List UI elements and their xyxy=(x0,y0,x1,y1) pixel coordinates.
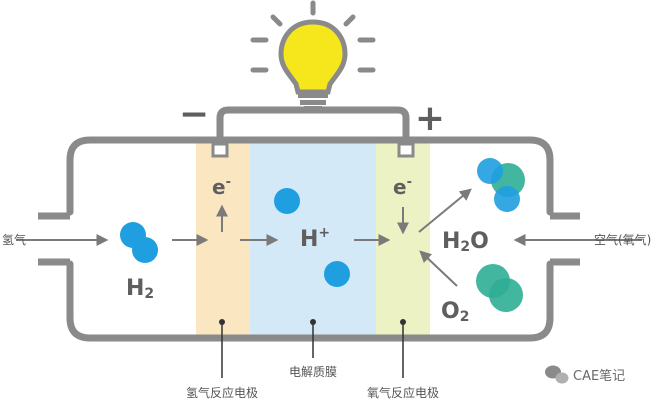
watermark-text: CAE笔记 xyxy=(573,368,625,384)
light-rays-icon xyxy=(250,0,376,73)
hydrogen-atom xyxy=(494,186,520,212)
oxygen-inflow-arrow xyxy=(419,250,458,287)
electrolyte-label-dot xyxy=(310,319,316,325)
electron-label-cathode: e- xyxy=(393,175,412,199)
hydrogen-atom xyxy=(477,158,503,184)
hydrogen-atom xyxy=(132,237,158,263)
h2o-label: H2O xyxy=(442,229,489,255)
air-input-label: 空气(氧气) xyxy=(594,232,651,247)
cell-housing xyxy=(66,136,554,342)
anode-label: 氢气反应电极 xyxy=(186,385,258,400)
anode-terminal xyxy=(211,142,229,158)
positive-terminal-sign: + xyxy=(415,98,445,139)
wechat-logo-icon xyxy=(545,365,569,384)
cathode-region xyxy=(376,143,430,340)
air-inlet-pipe xyxy=(550,212,580,266)
cathode-terminal xyxy=(397,142,415,158)
hydrogen-ion xyxy=(274,188,300,214)
cathode-label: 氧气反应电极 xyxy=(367,385,439,400)
hydrogen-ion xyxy=(324,261,350,287)
water-outflow-arrow xyxy=(418,188,472,233)
hydrogen-inlet-pipe xyxy=(38,212,70,266)
hydrogen-input-label: 氢气 xyxy=(2,232,26,247)
negative-terminal-sign: − xyxy=(179,94,209,135)
electrolyte-label: 电解质膜 xyxy=(289,365,337,379)
light-bulb-icon xyxy=(278,19,348,110)
h-plus-label: H+ xyxy=(300,225,330,252)
oxygen-atom xyxy=(489,278,523,312)
electron-label-anode: e- xyxy=(212,175,231,199)
o2-label: O2 xyxy=(441,299,469,325)
h2-label: H2 xyxy=(126,276,154,302)
anode-region xyxy=(196,143,250,340)
anode-label-dot xyxy=(219,319,225,325)
cathode-label-dot xyxy=(400,319,406,325)
